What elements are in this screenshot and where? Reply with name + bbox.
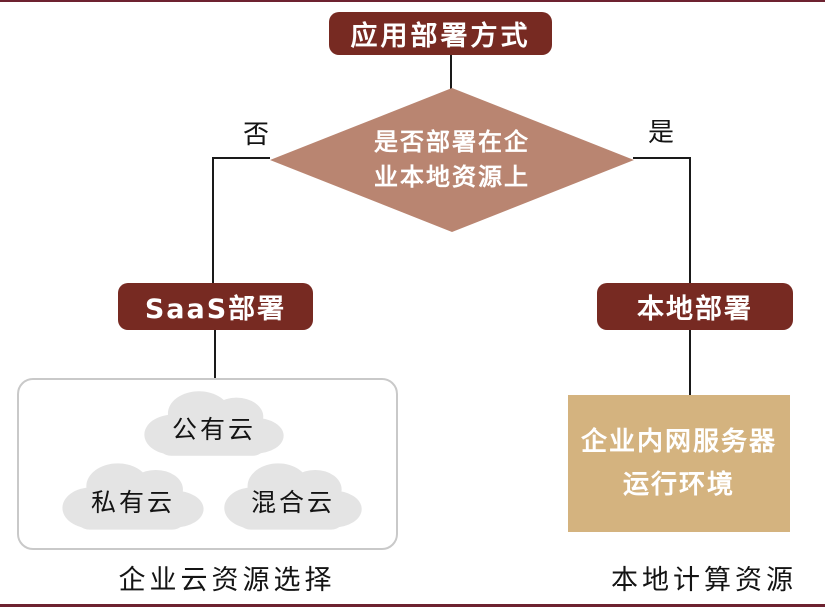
private-cloud-label: 私有云 bbox=[90, 488, 175, 517]
server-environment-node: 企业内网服务器 运行环境 bbox=[568, 395, 790, 532]
hybrid-cloud-label: 混合云 bbox=[250, 488, 335, 517]
connector-no-horizontal bbox=[212, 157, 270, 159]
local-deployment-node: 本地部署 bbox=[597, 283, 793, 330]
private-cloud-item: 私有云 bbox=[57, 458, 209, 534]
connector-saas-to-clouds bbox=[214, 330, 216, 378]
server-node-line2: 运行环境 bbox=[622, 469, 735, 500]
cloud-group-caption: 企业云资源选择 bbox=[118, 565, 336, 596]
decision-text-line1: 是否部署在企 bbox=[374, 128, 530, 157]
local-node-label: 本地部署 bbox=[637, 294, 753, 325]
saas-deployment-node: SaaS部署 bbox=[118, 283, 313, 330]
title-node: 应用部署方式 bbox=[329, 12, 552, 55]
connector-no-vertical bbox=[212, 157, 214, 283]
cloud-resource-group: 公有云 私有云 bbox=[17, 378, 398, 550]
public-cloud-item: 公有云 bbox=[139, 386, 289, 460]
connector-yes-horizontal bbox=[633, 157, 691, 159]
cloud-icon bbox=[62, 463, 204, 530]
title-node-label: 应用部署方式 bbox=[350, 21, 531, 52]
bottom-border-rule bbox=[0, 604, 825, 607]
public-cloud-label: 公有云 bbox=[171, 415, 256, 444]
saas-node-label: SaaS部署 bbox=[144, 294, 287, 325]
connector-yes-vertical bbox=[689, 157, 691, 283]
decision-diamond: 是否部署在企 业本地资源上 bbox=[270, 88, 634, 232]
server-node-line1: 企业内网服务器 bbox=[580, 426, 777, 457]
connector-local-to-server bbox=[689, 330, 691, 395]
cloud-icon bbox=[144, 391, 284, 456]
top-border-rule bbox=[0, 0, 825, 2]
connector-title-to-diamond bbox=[450, 55, 452, 89]
hybrid-cloud-item: 混合云 bbox=[219, 458, 367, 534]
server-caption: 本地计算资源 bbox=[611, 565, 797, 596]
branch-label-yes: 是 bbox=[647, 118, 674, 148]
cloud-icon bbox=[224, 463, 362, 530]
branch-label-no: 否 bbox=[242, 120, 269, 150]
decision-text-line2: 业本地资源上 bbox=[374, 163, 530, 191]
